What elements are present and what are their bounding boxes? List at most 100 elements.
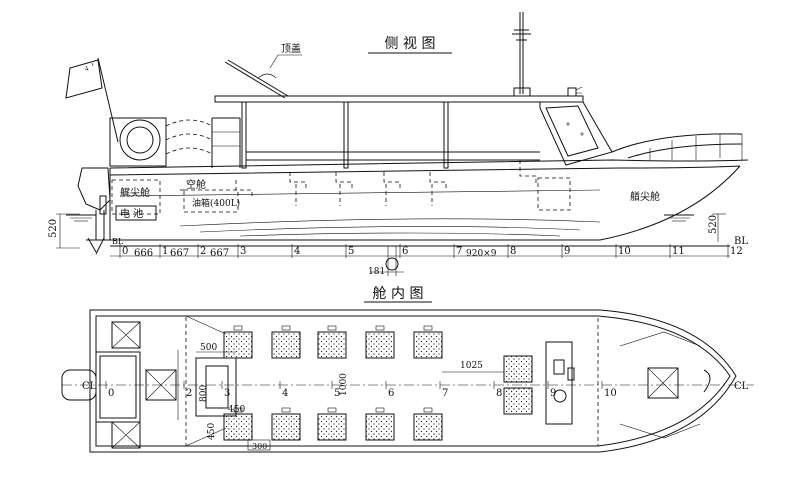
spacing-aft-2: 667 [170,248,189,259]
side-frame-number: 11 [672,246,685,257]
side-view: 侧 视 图 顶盖 [48,12,748,277]
side-frame-number: 7 [456,246,462,257]
side-frame-number: 2 [200,246,206,257]
plan-frame-numbers: 0 2 3 4 5 6 7 8 9 10 [105,381,617,399]
seat-icon [271,331,301,359]
seat-back [281,325,291,331]
mast [512,12,583,97]
baseline: BL BL [110,236,748,257]
plan-frame-number: 5 [334,388,340,399]
seat-icon [365,413,395,441]
side-frame-number: 12 [730,246,743,257]
seat-icon [365,331,395,359]
seat-back [375,325,385,331]
spacing-main: 920×9 [466,249,497,259]
side-frame-number: 8 [510,246,516,257]
plan-frame-number: 10 [604,388,617,399]
baseline-aft-mark: BL [112,237,124,246]
side-frame-number: 4 [294,246,300,257]
height-dimension-fwd: 520 [708,213,726,242]
canopy-hatch: 顶盖 [224,42,302,99]
waterline [66,214,694,222]
cabin-pillars [241,101,540,169]
spacing-aft-1: 666 [134,248,153,259]
plan-frame-number: 8 [496,388,502,399]
fuel-tank-area: 500 800 450 450 300 [195,343,271,451]
helm-console [503,341,575,425]
dim-1000: 1000 [339,373,349,396]
aft-peak-label: 艉尖舱 [120,186,150,199]
flag-icon [65,57,119,143]
seat-back [423,407,433,413]
plan-frame-number: 6 [388,388,394,399]
seat-icon [317,413,347,441]
side-rails [150,315,227,447]
dim-500: 500 [200,343,217,353]
seat-back [281,407,291,413]
side-frame-number: 5 [348,246,354,257]
side-frame-number: 3 [240,246,246,257]
plan-frame-number: 4 [282,388,288,399]
steering-wheel-icon [553,389,567,403]
side-frame-number: 10 [618,246,631,257]
dim-450-side: 450 [207,423,217,440]
seat-icon [271,413,301,441]
height-aft-value: 520 [48,219,59,238]
cl-label-aft: CL [82,381,97,392]
spacing-aft-3: 667 [210,248,229,259]
side-frame-number: 9 [564,246,570,257]
outboard-motor [77,167,112,255]
seat-icon [413,413,443,441]
seat-back [233,407,243,413]
fore-peak-label: 艏尖舱 [630,190,660,203]
compartments: 艉尖舱 电 池 空舱 油箱(400L) 艏尖舱 [111,178,660,221]
height-dimension-aft: 520 [48,213,80,249]
side-view-title: 侧 视 图 [385,36,436,52]
seat-back [375,407,385,413]
passenger-seats [223,325,443,441]
shaft-value: 181 [368,267,385,277]
seat-icon [223,413,253,441]
seat-icon [223,331,253,359]
seat-icon [317,331,347,359]
dim-800: 800 [199,385,209,402]
shaft-dimension: 181 [368,246,404,277]
side-seats [235,160,571,211]
aft-frame [109,117,241,168]
aft-area [95,315,187,449]
bow-rail [611,133,743,160]
deck-outline [89,309,737,453]
plan-frame-number: 7 [442,388,448,399]
dim-300: 300 [252,442,267,451]
plan-view-title: 舱 内 图 [373,286,424,302]
fuel-tank-label: 油箱(400L) [192,197,240,209]
propeller-icon [86,237,112,255]
battery-label: 电 池 [120,207,143,220]
seat-back [423,325,433,331]
plan-frame-number: 2 [186,388,192,399]
seat-back [327,407,337,413]
roof [214,95,584,103]
dim-450-top: 450 [228,405,245,415]
side-frame-number: 6 [402,246,408,257]
height-fwd-value: 520 [708,215,719,234]
seat-back [233,325,243,331]
windshield [539,101,613,166]
plan-frame-number: 3 [224,388,230,399]
void-label: 空舱 [186,178,206,191]
plan-frame-number: 9 [550,388,556,399]
baseline-label: BL [734,236,748,247]
canopy-label: 顶盖 [281,42,301,55]
side-frame-number: 1 [162,246,168,257]
bow-area [597,318,711,446]
seat-icon [413,331,443,359]
lifebuoy-icon [119,119,161,161]
plan-view: 舱 内 图 CL CL 500 800 [61,286,754,453]
dim-1025: 1025 [460,361,483,371]
cl-label-fwd: CL [734,381,749,392]
seat-back [327,325,337,331]
plan-frame-number: 0 [108,388,114,399]
deck-inner-outline [95,315,731,447]
